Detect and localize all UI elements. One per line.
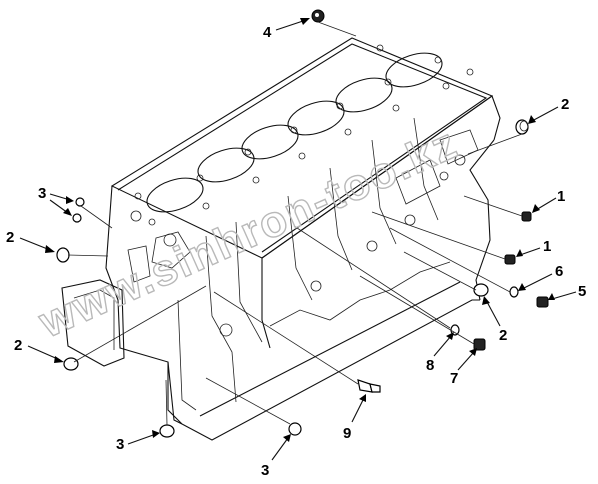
- cup-plug-2-right-bottom: [473, 283, 489, 297]
- callout-3-bottom-left: 3: [116, 436, 124, 453]
- plug-7: [473, 338, 486, 351]
- washer-6: [509, 286, 519, 298]
- deck-bolt-holes: [134, 44, 474, 226]
- callout-arrows: [19, 18, 577, 461]
- callout-7: 7: [450, 370, 458, 387]
- cup-plug-2-left: [56, 247, 70, 263]
- plug-3-bottom-left: [159, 424, 175, 438]
- plug-4-part: [311, 9, 325, 23]
- callout-labels: 4 2 3 1 2 1 6 5 2 2 8 7 9 3 3: [6, 24, 586, 479]
- callout-2-right-bottom: 2: [499, 327, 507, 344]
- callout-6: 6: [555, 263, 563, 280]
- callout-2-left-bottom: 2: [14, 337, 22, 354]
- cylinder-block: [61, 37, 501, 441]
- block-ribs: [127, 117, 479, 403]
- callout-9: 9: [343, 425, 351, 442]
- cup-plug-2-part: [515, 119, 529, 135]
- fitting-9: [357, 379, 381, 393]
- plug-3-bottom-right: [288, 422, 302, 436]
- callout-1-lower: 1: [543, 238, 551, 255]
- cylinder-bores: [146, 52, 443, 213]
- bolt-1-upper: [521, 211, 532, 222]
- callout-5: 5: [578, 283, 586, 300]
- callout-4-top: 4: [263, 24, 272, 41]
- callout-2-right-top: 2: [561, 96, 569, 113]
- callout-1-upper: 1: [557, 188, 565, 205]
- callout-2-left-mid: 2: [6, 229, 14, 246]
- plug-3-pair: [72, 197, 85, 223]
- loose-parts: [56, 9, 549, 438]
- plug-5: [536, 296, 549, 308]
- callout-8: 8: [426, 357, 434, 374]
- callout-3-left-top: 3: [38, 185, 46, 202]
- bolt-1-lower: [504, 254, 516, 265]
- leader-lines: [67, 21, 523, 426]
- cup-plug-2-left-bottom: [63, 357, 79, 371]
- callout-3-bottom-right: 3: [261, 462, 269, 479]
